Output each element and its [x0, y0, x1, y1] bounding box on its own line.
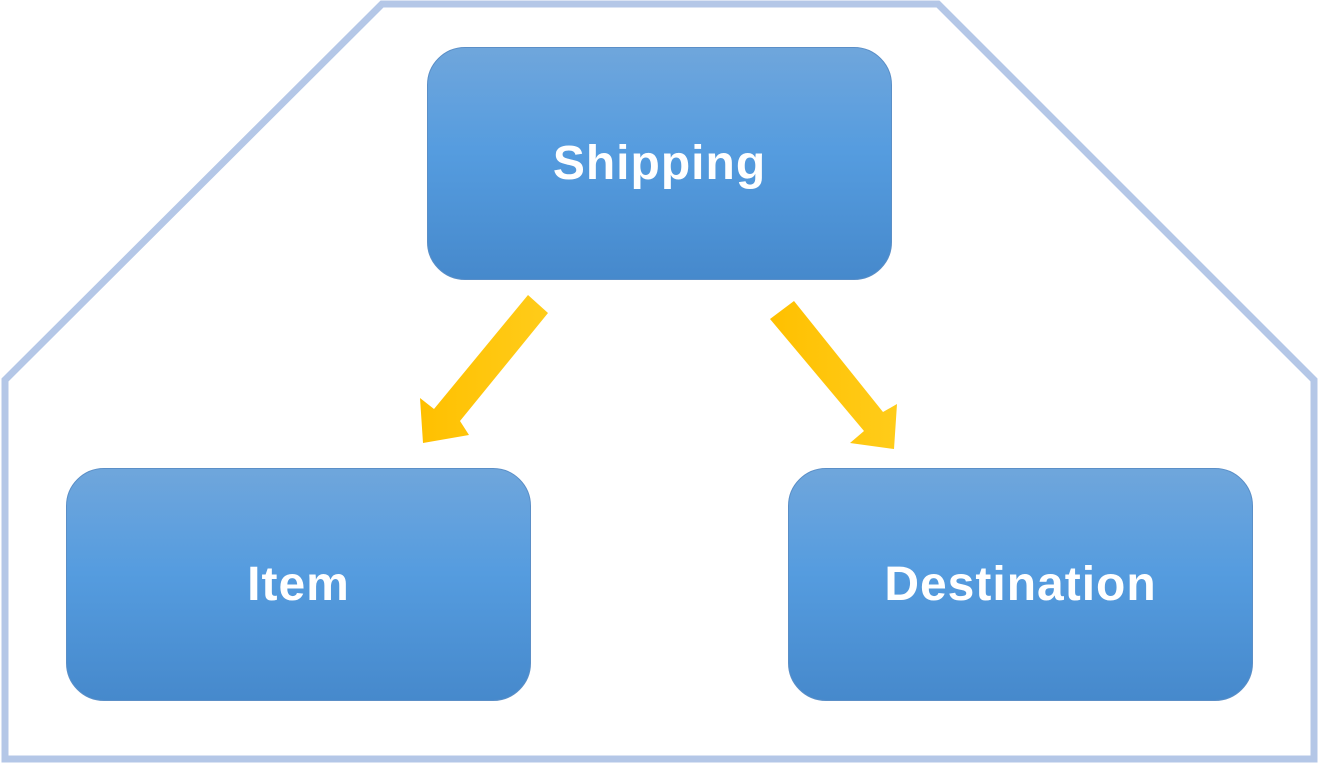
node-shipping-label: Shipping — [552, 137, 767, 190]
arrow-shipping-to-destination — [770, 301, 897, 449]
node-destination: Destination — [788, 468, 1253, 701]
node-destination-label: Destination — [884, 558, 1157, 611]
node-shipping: Shipping — [427, 47, 892, 280]
node-item-label: Item — [247, 558, 350, 611]
arrow-shipping-to-item — [420, 295, 548, 443]
node-item: Item — [66, 468, 531, 701]
